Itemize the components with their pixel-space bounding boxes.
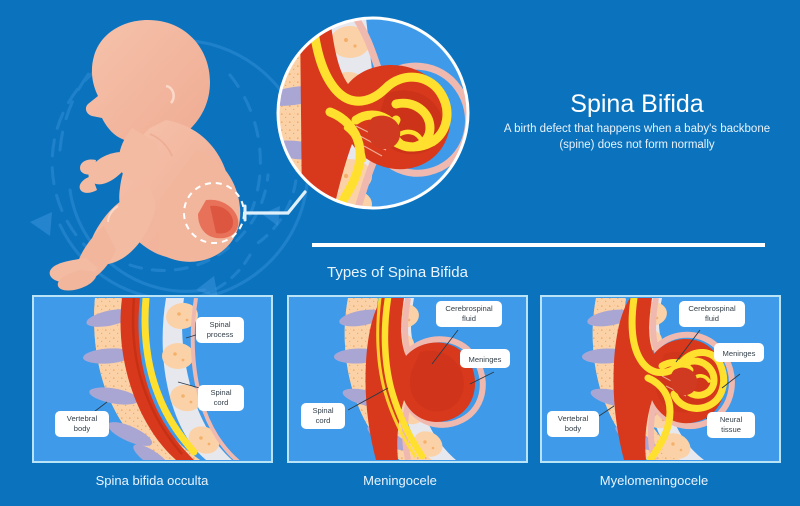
defect-bump	[198, 199, 239, 239]
label-meninges: Meninges	[460, 349, 510, 368]
svg-text:body: body	[74, 424, 91, 433]
label-spinal-cord: Spinal cord	[198, 385, 244, 411]
label-spinal-cord: Spinal cord	[301, 403, 345, 429]
svg-text:Spinal: Spinal	[312, 406, 333, 415]
svg-text:Meninges: Meninges	[723, 349, 756, 358]
svg-text:tissue: tissue	[721, 425, 741, 434]
label-neural-tissue: Neural tissue	[707, 412, 755, 438]
label-vertebral-body: Vertebral body	[547, 411, 599, 437]
panel-myelomeningocele: Cerebrospinal fluid Meninges Vertebral b…	[540, 295, 781, 488]
label-cerebrospinal-fluid: Cerebrospinal fluid	[436, 301, 502, 327]
svg-text:process: process	[207, 330, 234, 339]
label-cerebrospinal-fluid: Cerebrospinal fluid	[679, 301, 745, 327]
svg-text:Vertebral: Vertebral	[67, 414, 98, 423]
page-subtitle-line-1: A birth defect that happens when a baby'…	[504, 123, 770, 135]
callout-connector-line	[243, 190, 307, 222]
panel-caption: Meningocele	[363, 473, 437, 488]
svg-text:cord: cord	[214, 398, 229, 407]
section-heading: Types of Spina Bifida	[327, 264, 469, 281]
panel-caption: Myelomeningocele	[600, 473, 708, 488]
svg-text:fluid: fluid	[462, 314, 476, 323]
page-subtitle-line-2: (spine) does not form normally	[559, 139, 715, 151]
panel-meningocele: Cerebrospinal fluid Meninges Spinal cord…	[287, 295, 528, 488]
fetus-silhouette-icon	[49, 20, 241, 291]
svg-text:Neural: Neural	[720, 415, 743, 424]
svg-text:Cerebrospinal: Cerebrospinal	[445, 304, 493, 313]
svg-text:Spinal: Spinal	[209, 320, 230, 329]
label-leader-lines	[347, 329, 495, 411]
swirl-arrows-decoration	[50, 23, 310, 303]
svg-text:fluid: fluid	[705, 314, 719, 323]
svg-text:Cerebrospinal: Cerebrospinal	[688, 304, 736, 313]
svg-text:Meninges: Meninges	[469, 355, 502, 364]
svg-text:Spinal: Spinal	[210, 388, 231, 397]
label-vertebral-body: Vertebral body	[55, 411, 109, 437]
svg-text:cord: cord	[316, 416, 331, 425]
panel-caption: Spina bifida occulta	[96, 473, 210, 488]
panel-occulta: Spinal process Spinal cord Vertebral bod…	[32, 295, 273, 488]
page-title: Spina Bifida	[570, 90, 704, 118]
section-divider	[312, 243, 765, 247]
svg-text:Vertebral: Vertebral	[558, 414, 589, 423]
label-spinal-process: Spinal process	[196, 317, 244, 343]
label-meninges: Meninges	[714, 343, 764, 362]
svg-text:body: body	[565, 424, 582, 433]
